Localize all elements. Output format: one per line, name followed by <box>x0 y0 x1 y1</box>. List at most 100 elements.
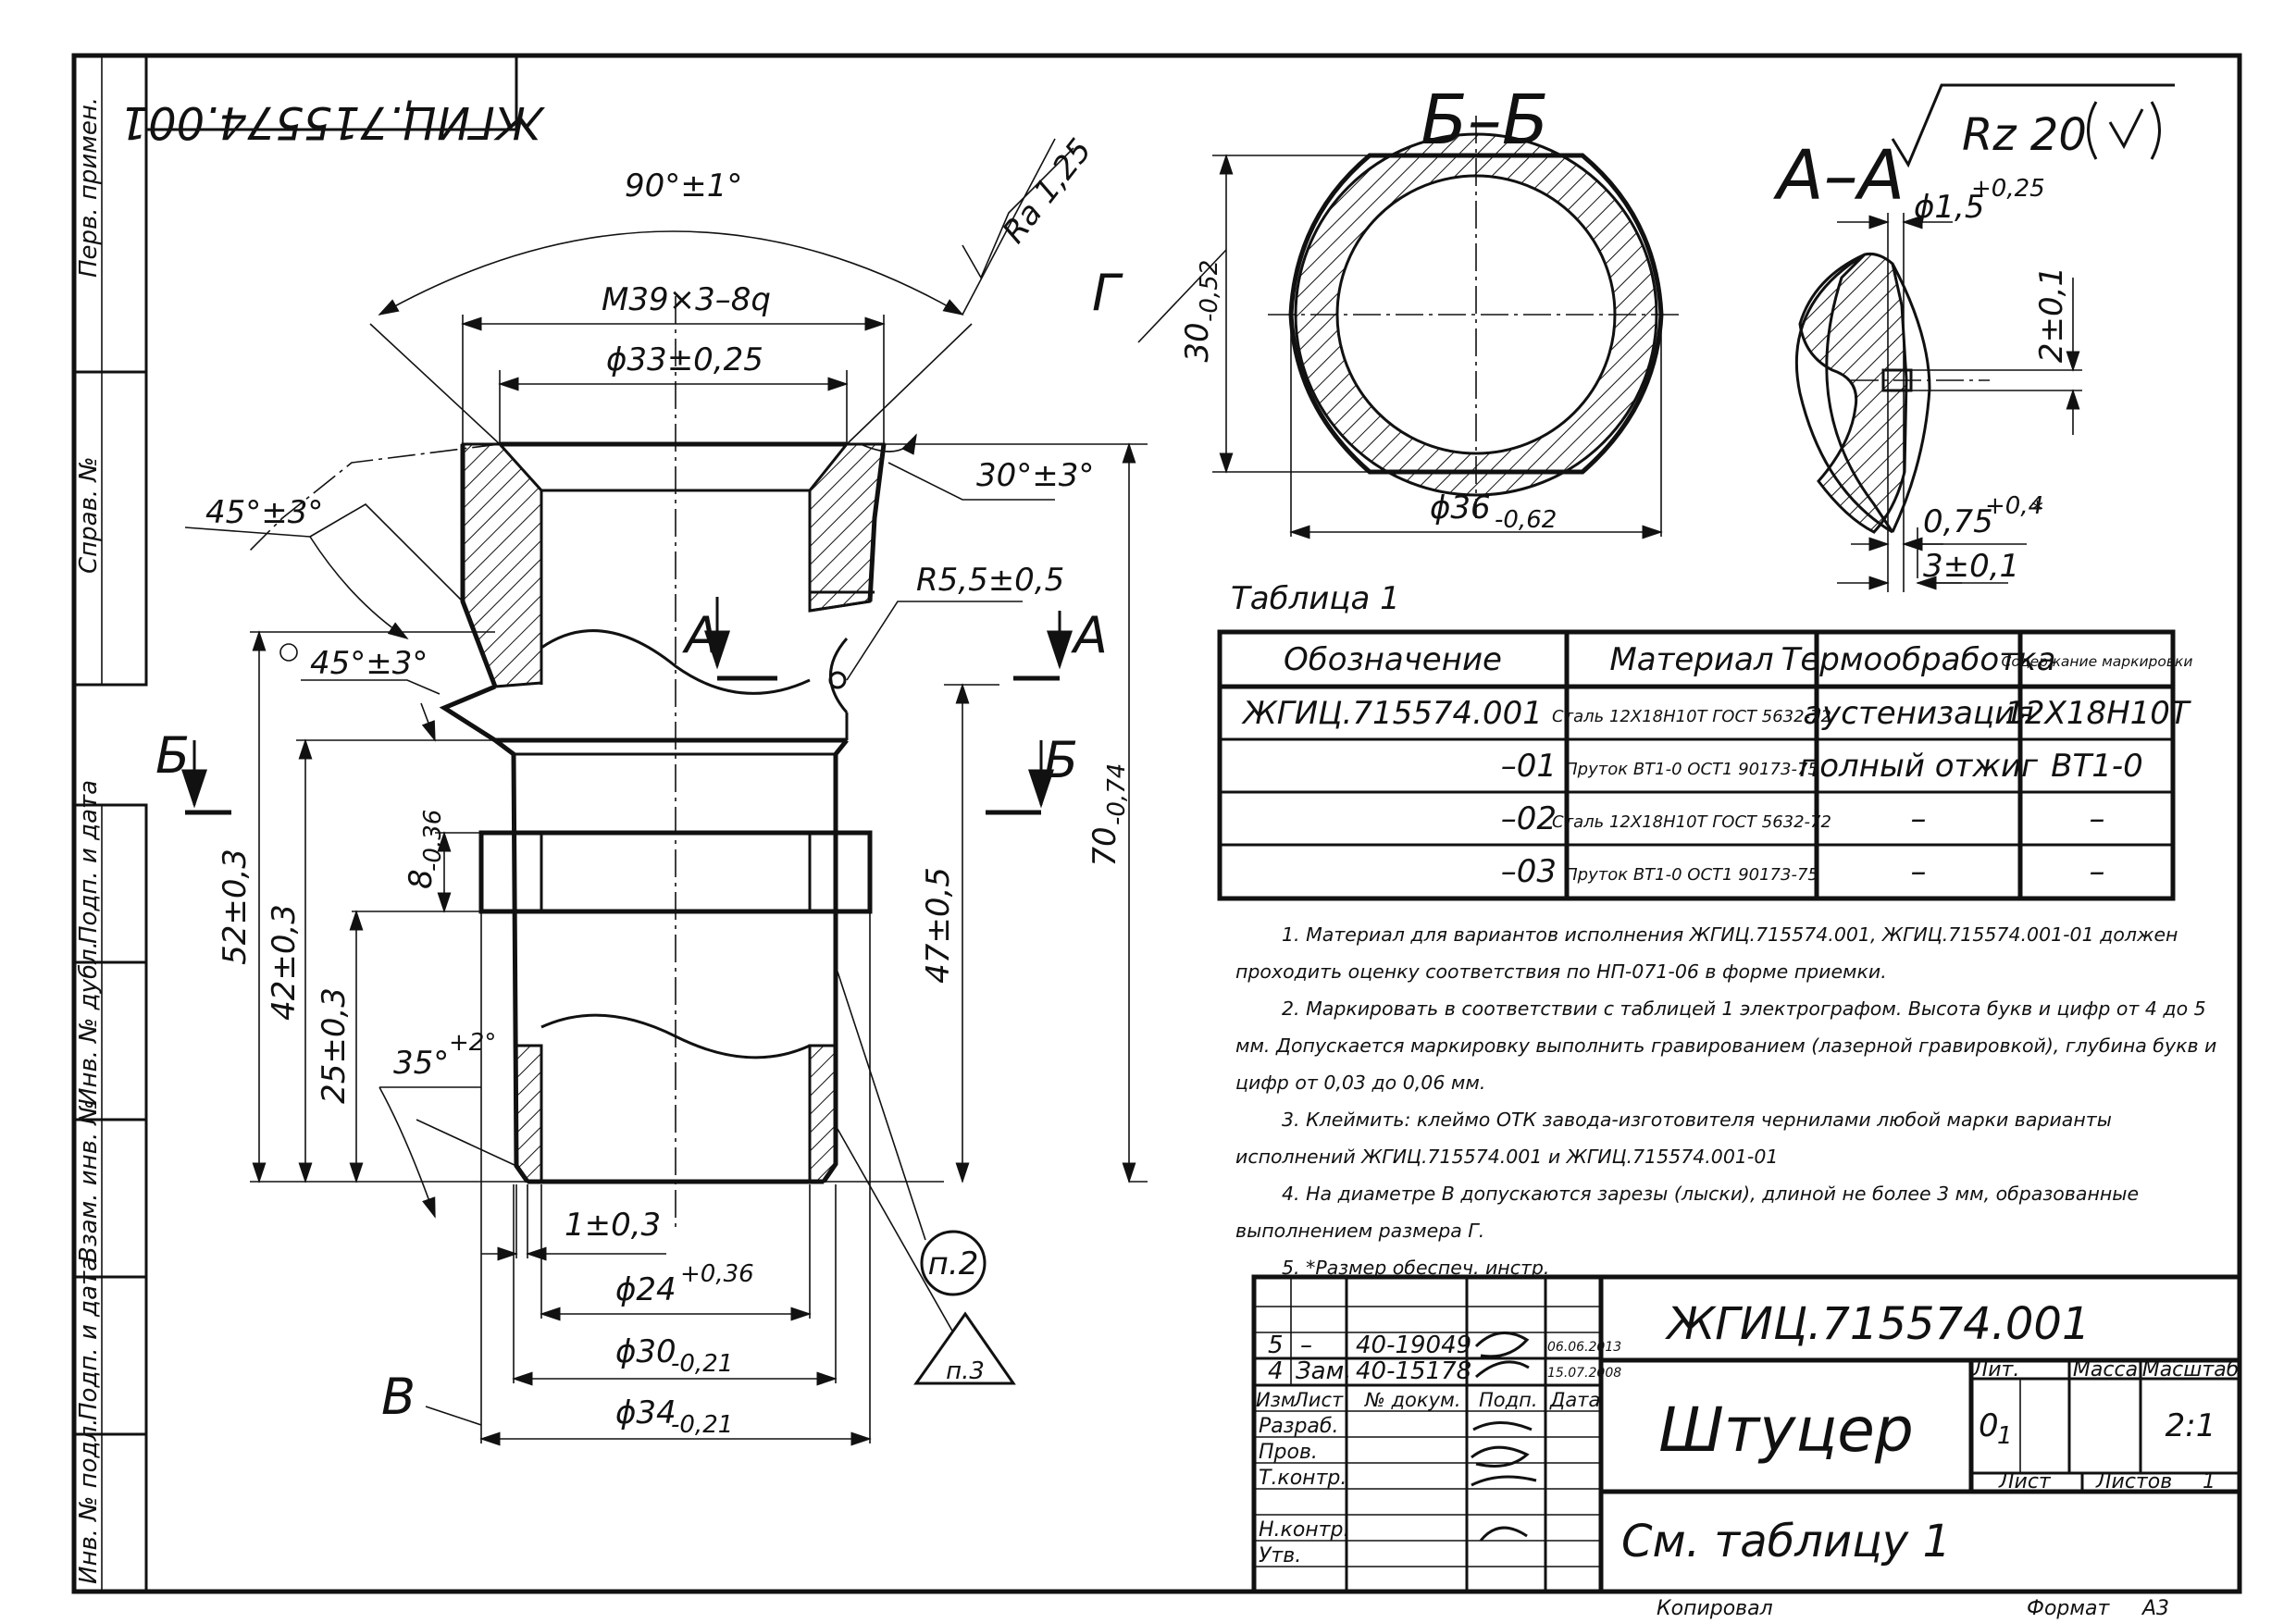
table1-cell: ЖГИЦ.715574.001 <box>1241 695 1543 732</box>
mass-label: Масса <box>2073 1358 2138 1381</box>
dim-d33: ϕ33±0,25 <box>606 341 763 378</box>
roughness-general: Rz 20 <box>1891 83 2175 168</box>
lit-label: Лит. <box>1972 1358 2020 1381</box>
svg-text:*: * <box>2031 497 2043 525</box>
table1-cell: Сталь 12Х18Н10Т ГОСТ 5632-72 <box>1552 812 1831 832</box>
rev-cell: 06.06.2013 <box>1547 1340 1621 1355</box>
dim-d24: ϕ24 <box>615 1271 676 1308</box>
table1-header-designation: Обозначение <box>1284 641 1502 678</box>
rev-cell: 40-15178 <box>1356 1357 1471 1385</box>
scale-value: 2:1 <box>2166 1407 2216 1444</box>
scale-label: Масштаб <box>2142 1358 2240 1381</box>
bb-dim-d36-tol: -0,62 <box>1495 506 1557 534</box>
role-label: Разраб. <box>1259 1415 1338 1438</box>
signature-mark <box>1471 1445 1530 1468</box>
section-aa-view: А–А ϕ1,5 +0,25 2±0,1 0,75 +0,4 * 3±0,1 <box>1773 136 2082 592</box>
hatch-left-wall <box>461 442 543 688</box>
signature-mark <box>1475 1360 1530 1379</box>
table1-cell: полный отжиг <box>1799 748 2039 785</box>
wrench-flats <box>478 830 873 914</box>
side-stamp-label: Перв. примен. <box>75 97 103 278</box>
table1-header-material: Материал <box>1609 641 1773 678</box>
rev-cell: 5 <box>1268 1332 1284 1359</box>
hatch-bottom-right <box>808 1044 838 1183</box>
section-aa-title: А–А <box>1773 136 1905 216</box>
rev-cell: 40-19049 <box>1356 1332 1471 1359</box>
table1: Таблица 1 Обозначение Материал Термообра… <box>1217 580 2192 901</box>
table1-cell: –01 <box>1501 748 1557 785</box>
role-label: Пров. <box>1259 1441 1318 1464</box>
table1-cell: – <box>1911 800 1927 837</box>
dim-len-47: 47±0,5 <box>920 867 957 984</box>
table1-header-heat: Термообработка <box>1781 641 2056 678</box>
dim-chamfer-45-lower: 45°±3° <box>310 645 428 682</box>
copied-label: Копировал <box>1657 1597 1773 1620</box>
roughness-surface-text: Ra 1,25 <box>996 132 1099 251</box>
side-stamps: Перв. примен. Справ. № Подп. и дата Инв.… <box>75 97 103 1584</box>
table1-cell: Пруток ВТ1-0 ОСТ1 90173-75 <box>1565 865 1818 885</box>
side-stamp-label: Инв. № подл. <box>75 1419 103 1584</box>
table1-cell: 12Х18Н10Т <box>2004 695 2191 732</box>
rev-header: Дата <box>1549 1389 1600 1411</box>
dim-len-42: 42±0,3 <box>266 904 303 1021</box>
dim-thread: М39×3–8q <box>602 281 771 318</box>
dim-len-70-tol: -0,74 <box>1103 763 1131 825</box>
rev-cell: 15.07.2008 <box>1547 1366 1621 1381</box>
note-item: 4. На диаметре В допускаются зарезы (лыс… <box>1235 1183 2140 1242</box>
bb-dim-30: 30 <box>1179 322 1216 362</box>
section-g-mark: Г <box>1092 264 1123 322</box>
side-stamp-label: Взам. инв. № <box>75 1099 103 1263</box>
role-label: Т.контр. <box>1259 1467 1347 1490</box>
title-part-name: Штуцер <box>1658 1394 1914 1466</box>
note-item: 5. *Размер обеспеч. инстр. <box>1282 1257 1550 1279</box>
main-view <box>249 296 887 1231</box>
side-stamp-label: Справ. № <box>75 457 103 574</box>
dim-angle-35: 35° <box>393 1045 449 1082</box>
side-stamp-label: Инв. № дубл. <box>75 941 103 1106</box>
dim-d24-tol: +0,36 <box>680 1260 754 1288</box>
table1-cell: аустенизация <box>1803 695 2033 732</box>
title-material-ref: См. таблицу 1 <box>1621 1516 1951 1567</box>
main-labels: 90°±1° М39×3–8q ϕ33±0,25 30°±3° 45°±3° 4… <box>155 132 1131 1439</box>
dim-chamfer-45-upper: 45°±3° <box>205 494 323 531</box>
table1-cell: Пруток ВТ1-0 ОСТ1 90173-75 <box>1565 760 1818 779</box>
bb-dim-d36: ϕ36 <box>1430 489 1491 527</box>
role-label: Утв. <box>1259 1544 1301 1567</box>
section-b-left-label: Б <box>155 726 190 785</box>
table1-cell: –03 <box>1501 853 1557 890</box>
sheets-value: 1 <box>2203 1470 2215 1493</box>
rev-header: Подп. <box>1479 1389 1538 1411</box>
table1-cell: ВТ1-0 <box>2051 748 2143 785</box>
dim-d34-tol: -0,21 <box>671 1411 733 1439</box>
aa-dim-d15: ϕ1,5 <box>1914 189 1985 226</box>
signature-mark <box>1479 1526 1528 1542</box>
sheets-label: Листов <box>2095 1470 2172 1493</box>
dim-d34: ϕ34 <box>615 1394 676 1431</box>
section-a-right-label: А <box>1071 606 1108 664</box>
table1-cell: – <box>2090 853 2105 890</box>
dim-angle-35-tol: +2° <box>449 1029 496 1057</box>
side-stamp-label: Подп. и дата <box>75 1257 103 1420</box>
table1-cell: –02 <box>1501 800 1557 837</box>
rev-header: № докум. <box>1364 1389 1461 1411</box>
rev-cell: – <box>1300 1332 1312 1359</box>
rev-cell: Зам. <box>1296 1357 1351 1385</box>
dim-len-8-tol: -0,36 <box>419 810 447 872</box>
dim-len-52: 52±0,3 <box>217 849 254 965</box>
note-p2-bubble <box>920 1230 987 1296</box>
aa-dim-075-tol: +0,4 <box>1985 492 2043 520</box>
rev-header: Лист <box>1293 1389 1344 1411</box>
dim-len-70: 70 <box>1086 826 1123 866</box>
note-item: 2. Маркировать в соответствии с таблицей… <box>1235 997 2217 1094</box>
aa-dim-2: 2±0,1 <box>2033 266 2070 363</box>
dim-chamfer-30: 30°±3° <box>976 457 1094 494</box>
dim-len-1: 1±0,3 <box>565 1207 661 1244</box>
section-bb-view: Б–Б 30 -0,52 ϕ36 -0,62 <box>1137 81 1684 539</box>
title-drawing-number: ЖГИЦ.715574.001 <box>1665 1298 2091 1350</box>
rev-cell: 4 <box>1268 1357 1284 1385</box>
dim-angle-90: 90°±1° <box>625 167 742 204</box>
format-label: Формат <box>2027 1597 2110 1620</box>
signature-mark <box>1472 1421 1533 1431</box>
table1-caption: Таблица 1 <box>1231 580 1400 617</box>
